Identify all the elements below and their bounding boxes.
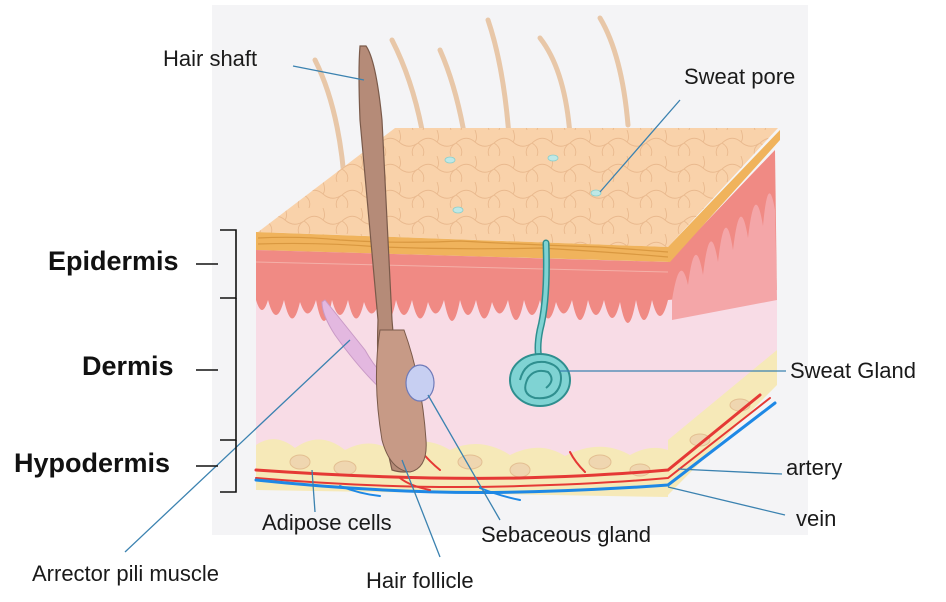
hypodermis-label: Hypodermis: [14, 450, 170, 477]
arrector-pili-muscle-label: Arrector pili muscle: [32, 563, 219, 585]
adipose-cells-label: Adipose cells: [262, 512, 392, 534]
sweat-gland-coil: [510, 354, 570, 406]
sweat-pore-label: Sweat pore: [684, 66, 795, 88]
dermis-label: Dermis: [82, 353, 174, 380]
vein-label: vein: [796, 508, 836, 530]
sebaceous-gland-shape: [406, 365, 434, 401]
hair-shaft-label: Hair shaft: [163, 48, 257, 70]
sebaceous-gland-label: Sebaceous gland: [481, 524, 651, 546]
sweat-gland-label: Sweat Gland: [790, 360, 916, 382]
epidermis-label: Epidermis: [48, 248, 179, 275]
artery-label: artery: [786, 457, 842, 479]
hair-follicle-label: Hair follicle: [366, 570, 474, 592]
